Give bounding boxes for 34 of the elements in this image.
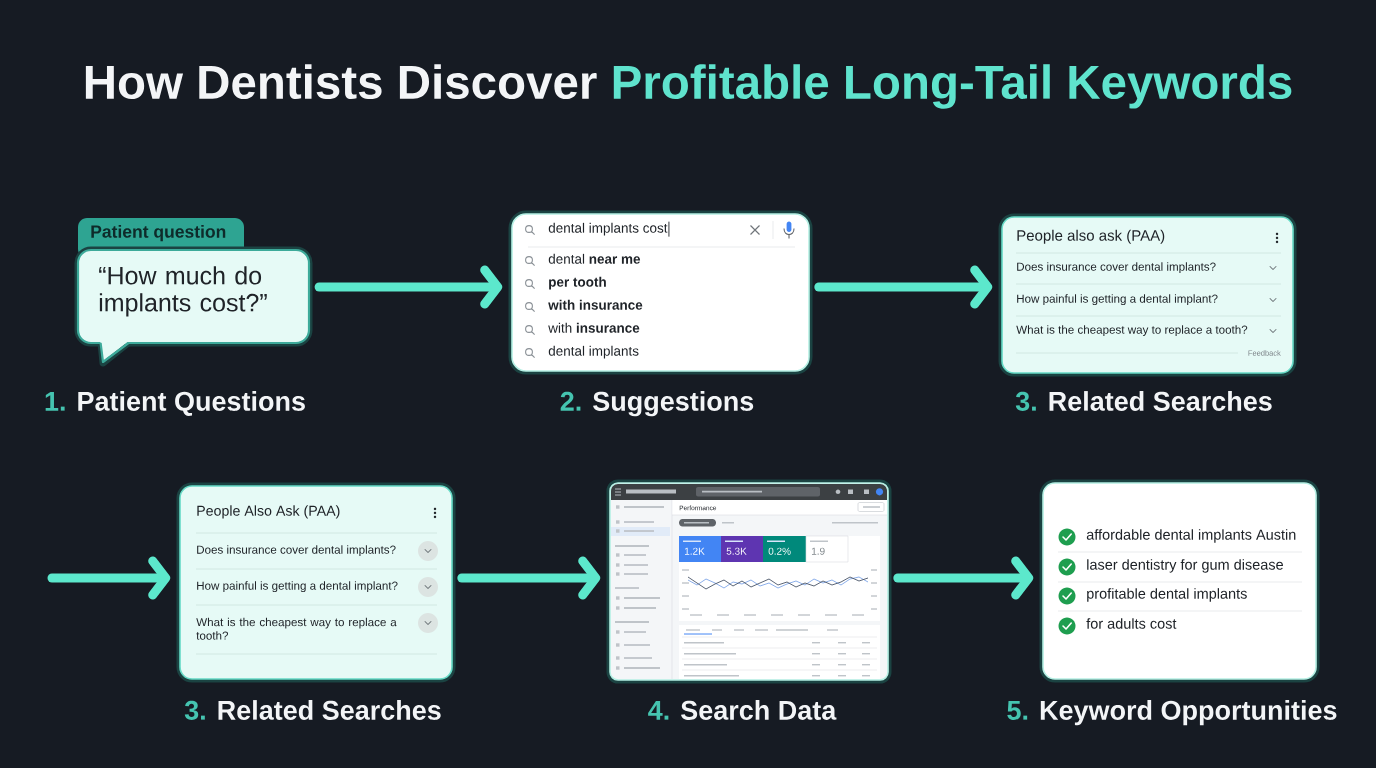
step-caption: 2. Suggestions — [560, 391, 754, 417]
suggestion-text: per tooth — [549, 276, 606, 290]
arrow — [314, 265, 503, 309]
step-caption: 3. Related Searches — [184, 700, 441, 720]
step-caption: 1. Patient Questions — [45, 391, 305, 416]
arrow — [457, 556, 601, 600]
keyword-text: laser dentistry for gum disease — [1087, 559, 1283, 573]
suggestion-text: with insurance — [548, 322, 640, 333]
arrow — [893, 556, 1034, 600]
title: How Dentists Discover Profitable Long-Tail Keywords — [85, 64, 1292, 109]
keyword-text: for adults cost — [1086, 618, 1177, 629]
arrow — [814, 265, 993, 309]
step-caption: 5. Keyword Opportunities — [1007, 700, 1337, 726]
question-text: What is the cheapest way to replace a tooth? — [196, 617, 397, 640]
suggestion-text: with insurance — [548, 299, 643, 310]
suggestion-text: dental near me — [548, 253, 641, 264]
panel-heading: People Also Ask (PAA) — [197, 505, 340, 519]
panel-heading: People also ask (PAA) — [1017, 229, 1165, 244]
suggestion-text: dental implants — [548, 345, 639, 359]
metric-value: 1.2K — [685, 547, 705, 555]
keyword-text: affordable dental implants Austin — [1086, 529, 1296, 543]
question-text: Does insurance cover dental implants? — [197, 545, 396, 557]
search-query: dental implants cost — [548, 222, 668, 236]
question-text: How painful is getting a dental implant? — [1017, 294, 1218, 306]
arrow — [47, 556, 171, 600]
question-text: Does insurance cover dental implants? — [1017, 262, 1216, 274]
question-text: How painful is getting a dental implant? — [197, 581, 398, 593]
metric-value: 5.3K — [726, 547, 747, 555]
step-caption: 3. Related Searches — [1015, 391, 1272, 411]
metric-value: 0.2% — [768, 547, 791, 555]
step-caption: 4. Search Data — [648, 700, 837, 720]
keyword-text: profitable dental implants — [1087, 588, 1247, 602]
metric-value: 1.9 — [812, 547, 825, 555]
question-text: What is the cheapest way to replace a tooth? — [1016, 325, 1248, 337]
